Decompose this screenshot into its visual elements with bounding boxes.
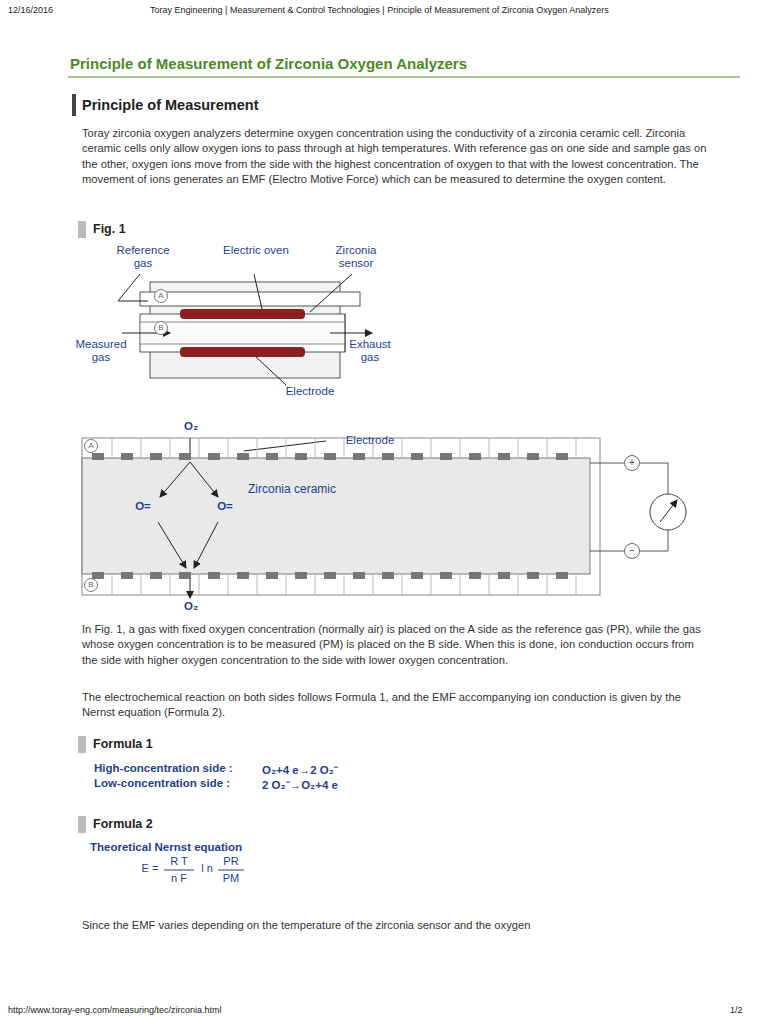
fig-bar [78,221,86,238]
cell-drawing [82,438,686,598]
block-label: Zirconia ceramic [248,482,336,496]
molecule-label: O₂ [176,420,206,432]
part-label: Electrode [330,434,410,447]
body-text: In Fig. 1, a gas with fixed oxygen conce… [82,622,707,668]
side-marker: B [85,579,97,591]
side-marker: A [155,290,167,302]
equation-title: Theoretical Nernst equation [90,841,242,853]
part-label: Reference gas [108,244,178,270]
fraction-bar [218,870,244,871]
part-label: Exhaust gas [340,338,400,364]
body-text: The electrochemical reaction on both sid… [82,690,707,721]
formula-heading: Formula 1 [93,737,213,751]
fig-bar [78,816,86,833]
title-rule [68,77,740,78]
reaction-formula: 2 O₂⁻→O₂+4 e [262,777,338,792]
page-number: 1/2 [730,1005,760,1015]
ion-label: O= [128,500,158,512]
formula-side: Low-concentration side : [94,777,230,789]
part-label: Electrode [270,385,350,398]
section-heading: Principle of Measurement [82,97,482,113]
page-title: Principle of Measurement of Zirconia Oxy… [70,55,730,72]
part-label: Electric oven [218,244,294,257]
header-date: 12/16/2016 [8,5,88,15]
reaction-formula: O₂+4 e→2 O₂⁻ [262,762,338,777]
figure-heading: Fig. 1 [93,222,213,236]
formula-side: High-concentration side : [94,762,233,774]
fig-bar [78,736,86,753]
ion-label: O= [210,500,240,512]
molecule-label: O₂ [176,600,206,612]
side-marker: B [155,322,167,334]
footer-url: http://www.toray-eng.com/measuring/tec/z… [8,1005,408,1015]
equation-term: n F [164,872,194,884]
polarity-sign: + [625,456,639,470]
ceramic-block: Zirconia ceramic [240,478,344,500]
fraction-bar [164,870,194,871]
header-title: Toray Engineering | Measurement & Contro… [150,5,710,15]
equation-term: l n [196,862,218,874]
part-label: Measured gas [68,338,134,364]
side-marker: A [85,440,97,452]
formula-heading: Formula 2 [93,817,213,831]
part-label: Zirconia sensor [318,244,394,270]
equation-term: PR [218,855,244,867]
polarity-sign: − [625,544,639,558]
equation-term: R T [164,855,194,867]
equation-term: E = [138,862,162,874]
section-bar [72,94,76,116]
body-text: Toray zirconia oxygen analyzers determin… [82,126,707,188]
oven-drawing [118,274,372,385]
equation-term: PM [218,872,244,884]
body-text: Since the EMF varies depending on the te… [82,918,707,933]
